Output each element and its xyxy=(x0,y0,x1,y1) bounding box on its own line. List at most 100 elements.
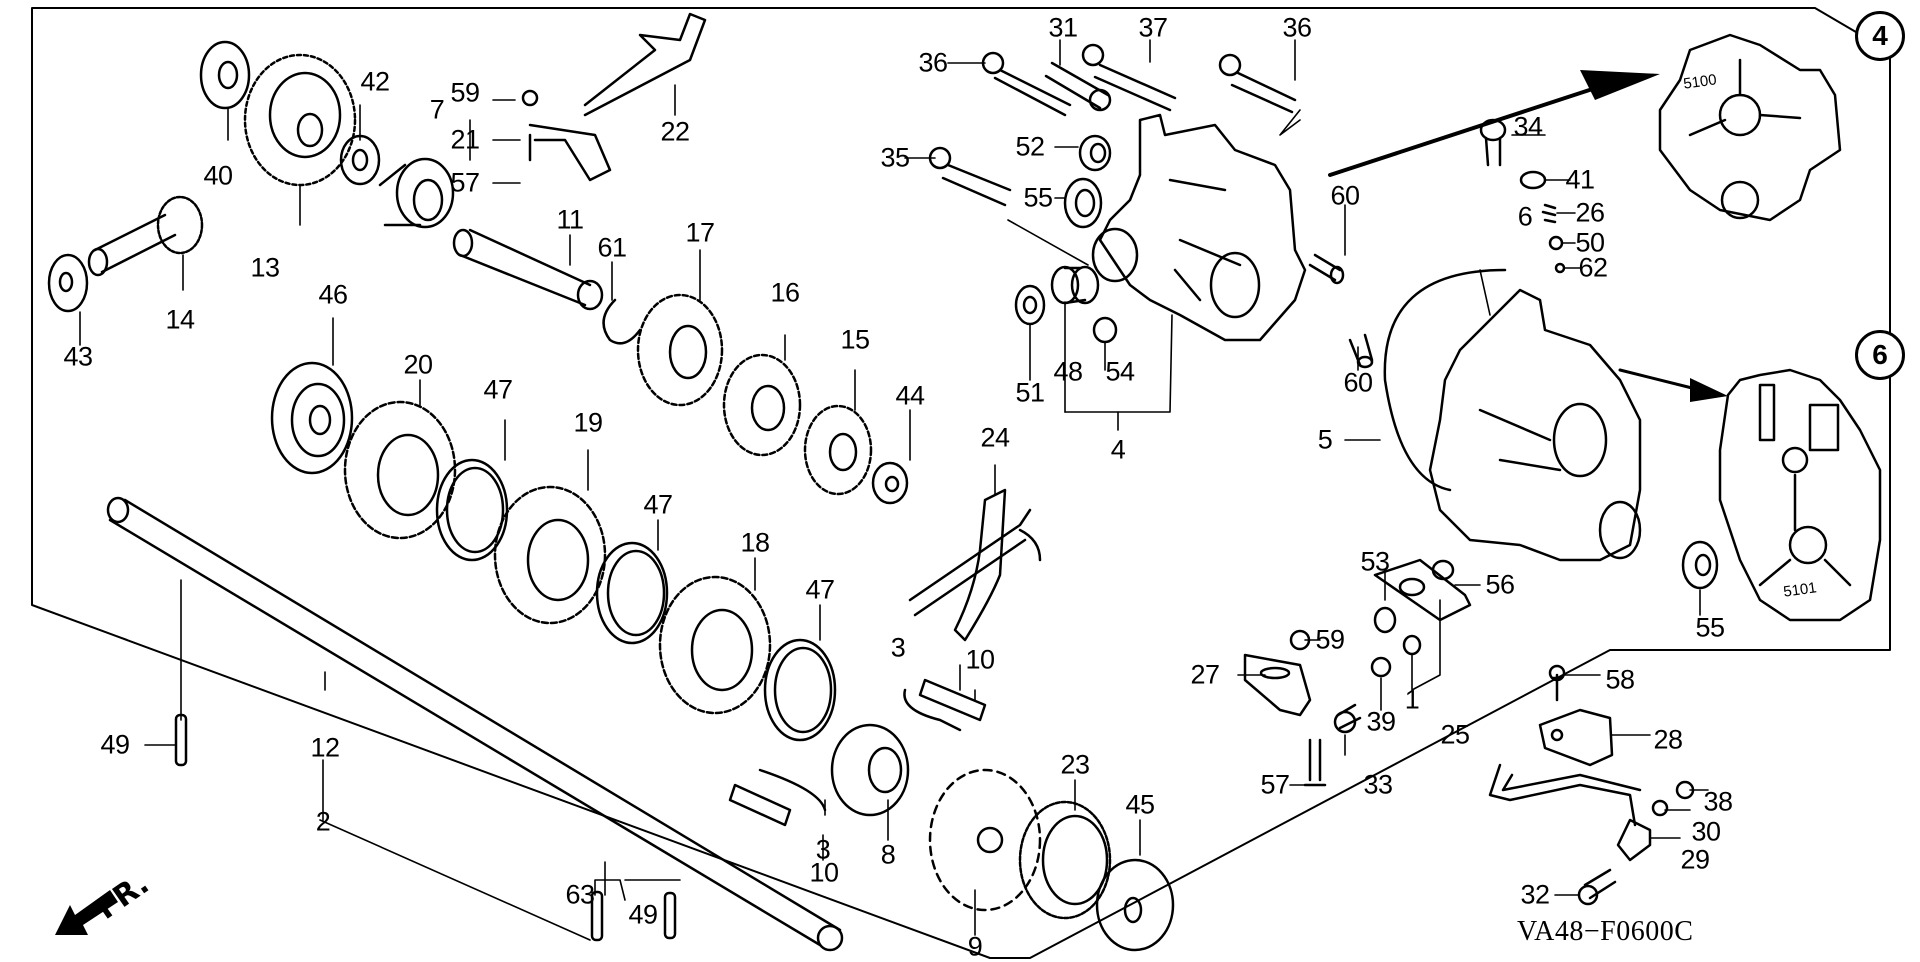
part-label-56: 56 xyxy=(1485,569,1515,600)
inset-6-case-shape xyxy=(1718,368,1882,622)
spring-9-shape xyxy=(928,768,1042,912)
part-label-46: 46 xyxy=(318,279,348,310)
gear-16-shape xyxy=(722,353,802,457)
part-label-15: 15 xyxy=(840,324,870,355)
bearing-55a-shape xyxy=(1063,177,1103,229)
spring-26-shape xyxy=(1541,203,1557,224)
leader-lines-right xyxy=(904,39,1709,896)
case-cover-4-shape xyxy=(1091,113,1307,342)
part-label-17: 17 xyxy=(685,217,715,248)
part-label-3: 3 xyxy=(815,834,831,865)
washer-40-shape xyxy=(199,40,251,110)
part-label-55: 55 xyxy=(1023,182,1053,213)
gear-15-shape xyxy=(803,404,873,496)
ball-50-shape xyxy=(1548,235,1564,251)
part-label-8: 8 xyxy=(880,839,896,870)
part-label-44: 44 xyxy=(895,380,925,411)
part-label-26: 26 xyxy=(1575,197,1605,228)
part-label-3: 3 xyxy=(890,632,906,663)
part-label-48: 48 xyxy=(1053,356,1083,387)
part-label-16: 16 xyxy=(770,277,800,308)
arrow-head-4 xyxy=(1580,70,1660,100)
shaft-11-shape xyxy=(452,228,604,311)
part-label-38: 38 xyxy=(1703,786,1733,817)
part-label-37: 37 xyxy=(1138,12,1168,43)
part-label-14: 14 xyxy=(165,304,195,335)
part-label-58: 58 xyxy=(1605,664,1635,695)
part-label-51: 51 xyxy=(1015,377,1045,408)
part-label-39: 39 xyxy=(1366,706,1396,737)
gear-20-shape xyxy=(343,400,457,540)
pipe-29-shape xyxy=(1488,763,1642,827)
inset-6-label: 6 xyxy=(1872,339,1888,370)
part-label-45: 45 xyxy=(1125,789,1155,820)
part-label-4: 4 xyxy=(1110,434,1126,465)
shift-fork-24-shape xyxy=(908,488,1042,642)
inset-4-cover-shape xyxy=(1658,33,1842,222)
inset-4-label: 4 xyxy=(1872,20,1888,51)
plate-25-shape xyxy=(1373,558,1472,622)
ring-47c-shape xyxy=(763,638,837,742)
bearing-46-shape xyxy=(270,361,354,475)
inset-4-callout: 4 xyxy=(1855,11,1905,61)
clamp-29-shape xyxy=(1616,818,1652,862)
part-label-21: 21 xyxy=(450,124,480,155)
part-label-55: 55 xyxy=(1695,612,1725,643)
holder-53-shape xyxy=(1373,606,1397,634)
part-label-23: 23 xyxy=(1060,749,1090,780)
arm-27-shape xyxy=(1243,653,1312,717)
part-label-35: 35 xyxy=(880,142,910,173)
bolt-34-shape xyxy=(1479,118,1507,167)
seal-55b-shape xyxy=(1681,540,1719,590)
bolt-33-head xyxy=(1333,710,1357,734)
circlip-61-shape xyxy=(602,298,642,345)
part-label-32: 32 xyxy=(1520,879,1550,910)
washer-30-shape xyxy=(1651,799,1669,817)
part-label-60: 60 xyxy=(1343,367,1373,398)
part-label-50: 50 xyxy=(1575,227,1605,258)
part-label-62: 62 xyxy=(1578,252,1608,283)
gear-18-shape xyxy=(658,575,772,715)
washer-56-shape xyxy=(1431,559,1455,581)
part-label-52: 52 xyxy=(1015,131,1045,162)
part-label-36: 36 xyxy=(918,47,948,78)
part-label-49: 49 xyxy=(100,729,130,760)
front-arrow-icon xyxy=(55,890,118,935)
dowel-1-shape xyxy=(1402,634,1422,656)
dowel-60a-shape xyxy=(1308,253,1345,285)
part-label-10: 10 xyxy=(809,857,839,888)
cap-45-shape xyxy=(1095,858,1175,952)
part-label-47: 47 xyxy=(483,374,513,405)
part-label-31: 31 xyxy=(1048,12,1078,43)
part-label-28: 28 xyxy=(1653,724,1683,755)
part-label-57: 57 xyxy=(450,167,480,198)
arrow-head-6 xyxy=(1690,378,1728,402)
shift-arm-22-shape xyxy=(521,12,707,182)
bearing-52-shape xyxy=(1078,134,1112,172)
drawing-code: VA48−F0600C xyxy=(1517,916,1694,947)
part-label-7: 7 xyxy=(429,94,445,125)
part-label-40: 40 xyxy=(203,160,233,191)
arrow-to-inset-4 xyxy=(1328,78,1622,177)
part-label-5: 5 xyxy=(1317,424,1333,455)
frame-border xyxy=(31,7,1891,959)
ring-47b-shape xyxy=(595,541,669,645)
bolt-37-shape xyxy=(1081,43,1177,112)
spring-3-lower-shape xyxy=(758,768,827,812)
part-label-34: 34 xyxy=(1513,111,1543,142)
bevel-gear-13-shape xyxy=(243,53,357,187)
part-label-18: 18 xyxy=(740,527,770,558)
part-label-2: 2 xyxy=(315,806,331,837)
part-label-43: 43 xyxy=(63,341,93,372)
part-label-20: 20 xyxy=(403,349,433,380)
dog-clutch-8-shape xyxy=(830,723,910,817)
gear-19-shape xyxy=(493,485,607,625)
part-label-6: 6 xyxy=(1517,201,1533,232)
bolt-57-shape xyxy=(1303,738,1327,787)
part-label-11: 11 xyxy=(556,204,584,235)
bolt-36-left-shape xyxy=(981,51,1072,117)
sleeve-7-shape xyxy=(378,157,455,229)
part-label-59: 59 xyxy=(450,77,480,108)
pin-49-bottom-shape xyxy=(663,891,677,940)
